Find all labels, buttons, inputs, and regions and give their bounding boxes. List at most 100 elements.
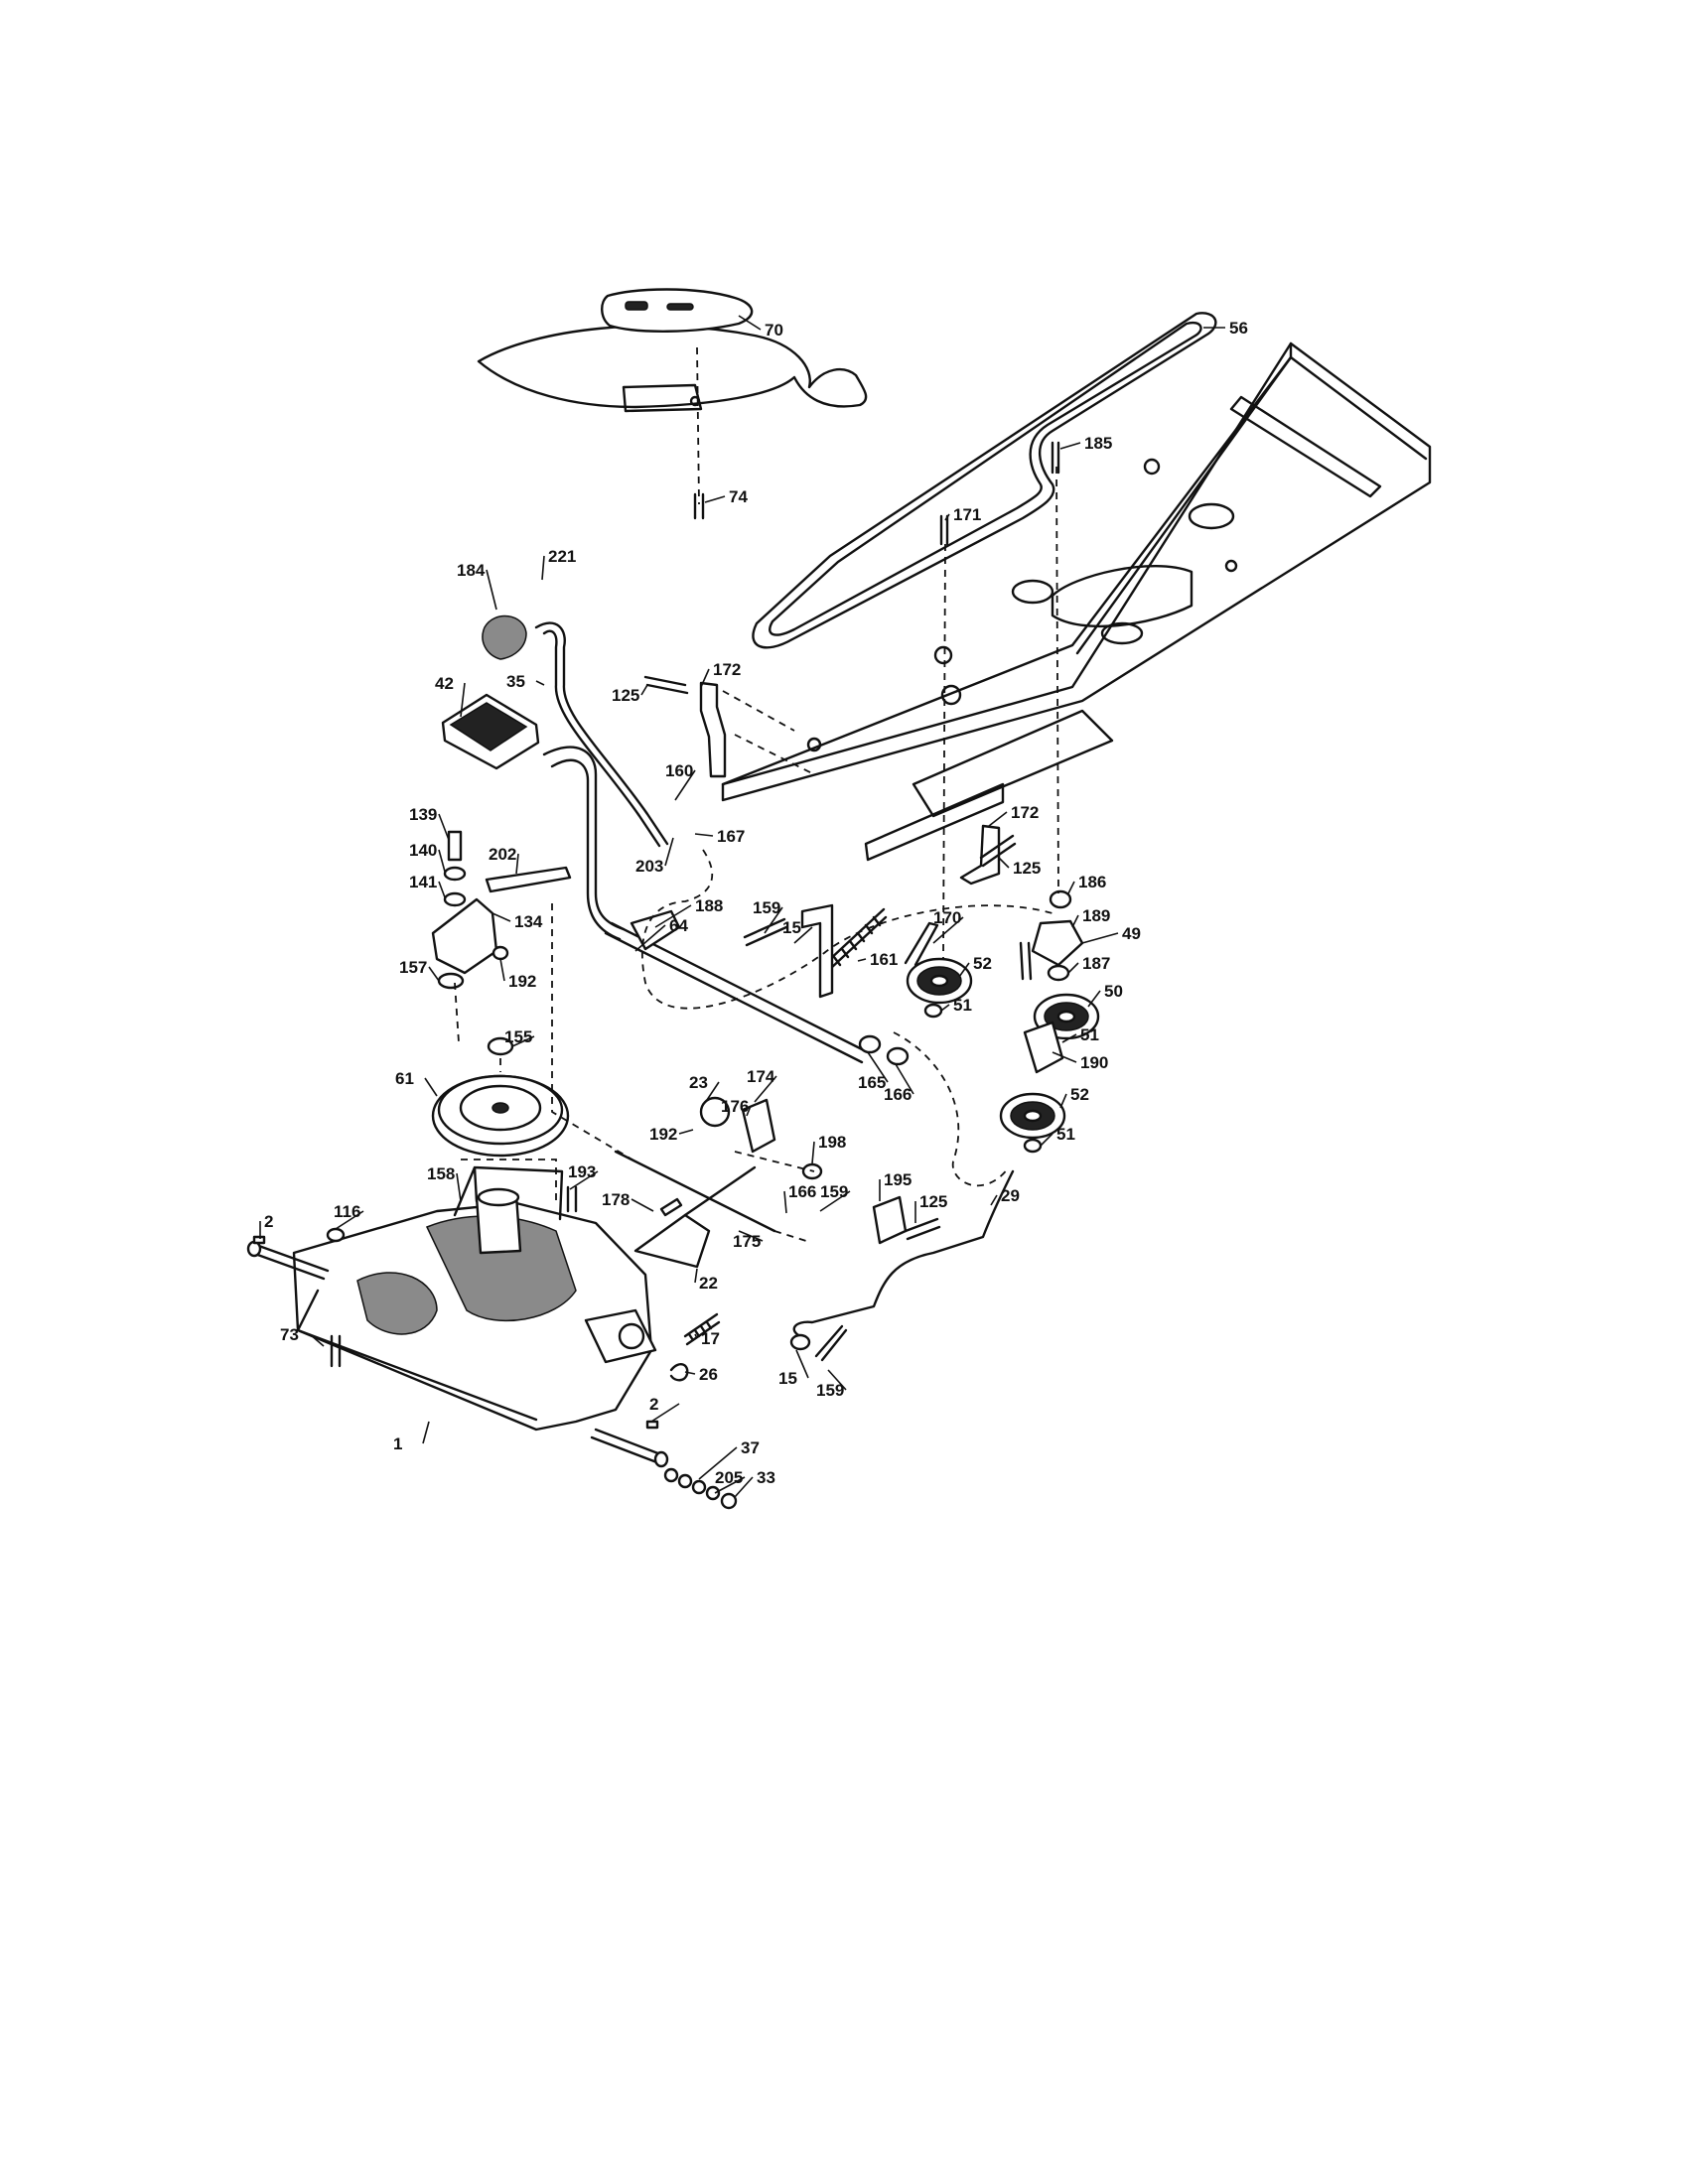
leader-line [438,881,446,898]
callout-label: 190 [1080,1053,1108,1072]
callout-label: 158 [427,1164,455,1183]
callout-label: 141 [409,873,437,891]
callout-label: 49 [1122,924,1141,943]
nut-192 [491,945,509,961]
clutch-arm-rod [683,1165,757,1217]
callout-label: 17 [701,1329,720,1348]
leader-line [827,1369,847,1391]
callout-label: 1 [393,1434,402,1453]
washer-165 [858,1034,882,1054]
leader-line [738,315,762,331]
callout-202: 202 [489,845,519,875]
assembly-line [454,982,501,1072]
callout-74: 74 [704,487,748,506]
washer-166 [886,1046,910,1066]
bolt-189 [1019,941,1033,981]
callout-161: 161 [857,950,898,969]
callout-label: 161 [870,950,898,969]
callout-label: 159 [816,1381,844,1400]
extension-spring [826,907,888,971]
callout-label: 184 [457,561,486,580]
assembly-line [461,1159,557,1203]
washer-157 [437,972,465,990]
callout-label: 187 [1082,954,1110,973]
idler-pulley-center [906,957,973,1019]
callout-label: 202 [489,845,516,864]
leader-line [460,682,466,718]
callout-172a: 172 [700,660,741,688]
leader-line [1052,1051,1077,1063]
pin-2-lower [645,1420,659,1430]
leader-line [895,1063,914,1095]
callout-label: 61 [395,1069,414,1088]
leader-line [988,811,1008,827]
washer-37c [691,1479,707,1495]
leader-line [944,513,950,521]
callout-label: 73 [280,1325,299,1344]
callout-50: 50 [1087,982,1123,1008]
callout-label: 221 [548,547,576,566]
callout-label: 51 [1080,1025,1099,1044]
bolt-125-mid [979,834,1017,868]
assembly-line [942,543,946,960]
callout-203: 203 [635,837,674,876]
callout-73: 73 [280,1325,325,1347]
mounting-bracket [431,897,498,975]
ball-23 [699,1096,731,1128]
bolt-125-lower [904,1217,941,1241]
leader-line [535,680,545,686]
leader-line [1059,1093,1067,1109]
leader-line [694,1333,698,1339]
leader-line [793,926,813,944]
callout-188: 188 [654,896,723,928]
callout-49: 49 [1081,924,1141,944]
callout-125c: 125 [914,1192,947,1223]
idler-bracket [800,903,834,999]
callout-166a: 166 [884,1063,914,1104]
callout-label: 160 [665,761,693,780]
leader-line [764,906,783,934]
spring-17 [683,1312,721,1346]
clutch-arm [633,1213,711,1269]
spacer-186 [1049,889,1072,909]
cross-shaft-edge [610,921,870,1054]
callout-label: 189 [1082,906,1110,925]
callout-190: 190 [1052,1051,1108,1072]
leader-line [640,684,648,696]
transaxle [292,1187,657,1432]
shift-cover [601,288,754,333]
callout-56: 56 [1203,319,1248,338]
leader-line [940,1004,950,1012]
callout-label: 172 [713,660,741,679]
leader-line [694,833,714,837]
callout-label: 166 [788,1182,816,1201]
callout-label: 172 [1011,803,1039,822]
clutch-bracket [741,1098,776,1154]
spring-178 [659,1197,683,1217]
leader-line [1067,881,1075,894]
callout-116: 116 [334,1202,364,1230]
callout-label: 52 [1070,1085,1089,1104]
leader-line [438,813,450,841]
callout-64: 64 [634,916,688,952]
callout-label: 64 [669,916,688,935]
callout-label: 170 [933,908,961,927]
leader-line [654,904,692,928]
callout-51c: 51 [1040,1125,1075,1147]
callout-label: 192 [508,972,536,991]
leader-line [335,1210,364,1230]
callout-165: 165 [858,1051,889,1092]
washer-187 [1047,964,1070,982]
leader-line [738,1230,764,1242]
callout-label: 195 [884,1170,912,1189]
callout-label: 50 [1104,982,1123,1001]
leader-line [704,495,726,503]
callout-174: 174 [747,1067,777,1103]
axle-right-end [653,1450,669,1468]
assembly-line [551,903,636,1162]
spring-26 [669,1363,689,1382]
leader-line [998,857,1010,869]
callout-label: 157 [399,958,427,977]
callout-15b: 15 [778,1349,809,1388]
idler-pulley-52-lower [999,1092,1066,1154]
